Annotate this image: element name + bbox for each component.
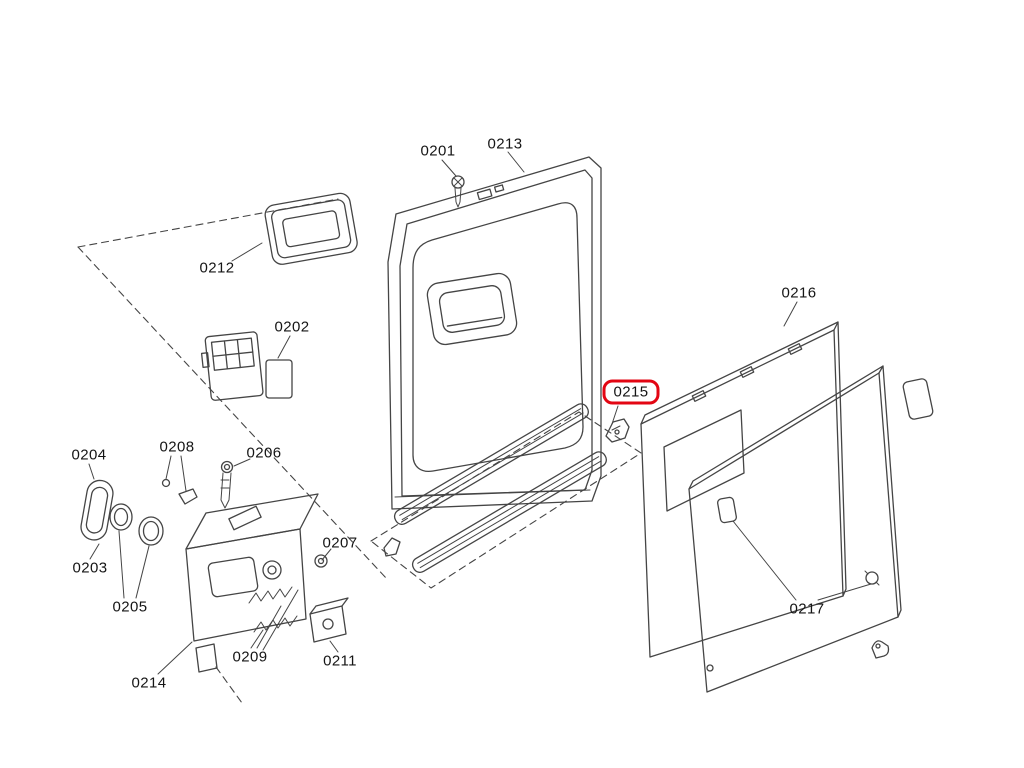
seal-strips-art [383,403,630,573]
part-label-0208[interactable]: 0208 [159,438,195,456]
part-label-0206[interactable]: 0206 [246,444,282,462]
part-label-0211[interactable]: 0211 [323,652,357,670]
part-label-0207[interactable]: 0207 [322,534,358,552]
inner-door-panel-art [387,156,602,510]
part-label-0215[interactable]: 0215 [602,379,660,405]
dispenser-assembly-art [185,493,319,673]
clip-part-art [161,478,198,505]
part-label-0214[interactable]: 0214 [131,674,167,692]
part-label-0216[interactable]: 0216 [781,284,817,302]
switch-part-art [309,597,349,643]
grip-part-art [80,479,114,541]
part-label-0212[interactable]: 0212 [199,259,235,277]
part-label-0213[interactable]: 0213 [487,135,523,153]
seal-rings-art [109,503,164,546]
decor-panel-art [688,365,934,693]
vent-part-art [200,331,293,401]
outer-panel-art [640,321,847,658]
frame-part-art [264,192,358,265]
part-label-0217[interactable]: 0217 [789,600,825,618]
part-label-0201[interactable]: 0201 [420,142,456,160]
washer-part-art [314,554,328,568]
part-label-0204[interactable]: 0204 [71,446,107,464]
part-label-0209[interactable]: 0209 [232,648,268,666]
part-label-0203[interactable]: 0203 [72,559,108,577]
leader-lines [88,151,872,675]
part-label-0202[interactable]: 0202 [274,318,310,336]
part-label-0205[interactable]: 0205 [112,598,148,616]
valve-part-art [220,460,234,509]
screw-art [451,175,465,208]
springs-art [248,586,298,633]
